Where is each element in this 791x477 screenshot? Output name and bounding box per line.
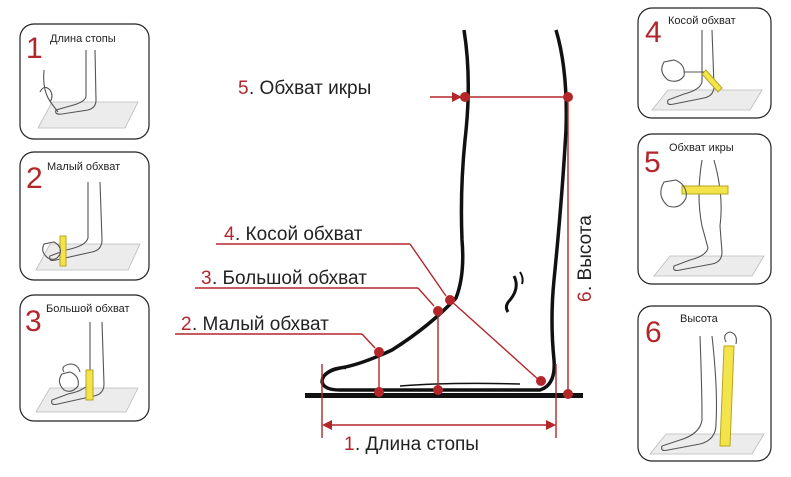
card-4: 4 Косой обхват	[637, 7, 772, 119]
label-2-text: . Малый обхват	[192, 314, 329, 335]
card-1-label: Длина стопы	[50, 33, 116, 45]
label-4: 4 . Косой обхват	[224, 224, 363, 245]
label-2: 2 . Малый обхват	[181, 314, 329, 335]
label-3-number: 3	[201, 268, 212, 289]
measurement-points	[374, 92, 573, 399]
card-5-label: Обхват икры	[669, 142, 734, 154]
card-5: 5 Обхват икры	[637, 133, 772, 285]
card-2-label: Малый обхват	[47, 161, 120, 173]
card-1: 1 Длина стопы	[19, 23, 150, 140]
label-2-number: 2	[181, 314, 192, 335]
height-illustration	[649, 331, 765, 455]
large-girth-illustration	[35, 321, 139, 413]
main-leg-outline	[320, 29, 569, 392]
label-6-number: 6	[575, 291, 596, 302]
card-4-label: Косой обхват	[668, 15, 736, 27]
diagonal-girth-illustration	[651, 29, 763, 111]
card-1-number: 1	[26, 32, 43, 65]
label-1: 1 . Длина стопы	[344, 434, 479, 455]
calf-girth-illustration	[653, 159, 765, 277]
small-girth-illustration	[35, 181, 141, 271]
card-3-label: Большой обхват	[46, 303, 130, 315]
label-4-number: 4	[224, 224, 235, 245]
foot-length-illustration	[37, 49, 139, 129]
measurement-lines	[175, 92, 569, 438]
label-1-text: . Длина стопы	[355, 434, 479, 455]
card-2: 2 Малый обхват	[19, 151, 150, 281]
floor-line	[305, 393, 583, 398]
card-3-number: 3	[25, 305, 42, 338]
card-2-number: 2	[26, 162, 43, 195]
label-3-text: . Большой обхват	[212, 268, 367, 289]
card-6-label: Высота	[680, 313, 719, 325]
label-5-number: 5	[238, 78, 249, 99]
label-6: 6 . Высота	[575, 215, 596, 302]
label-4-text: . Косой обхват	[235, 224, 363, 245]
card-5-number: 5	[644, 146, 661, 179]
label-6-text: . Высота	[575, 215, 596, 291]
card-6-number: 6	[645, 316, 662, 349]
card-3: 3 Большой обхват	[19, 294, 150, 422]
label-1-number: 1	[344, 434, 355, 455]
label-3: 3 . Большой обхват	[201, 268, 367, 289]
label-5: 5 . Обхват икры	[238, 78, 371, 99]
card-6: 6 Высота	[637, 305, 772, 462]
card-4-number: 4	[645, 16, 662, 49]
label-5-text: . Обхват икры	[249, 78, 371, 99]
